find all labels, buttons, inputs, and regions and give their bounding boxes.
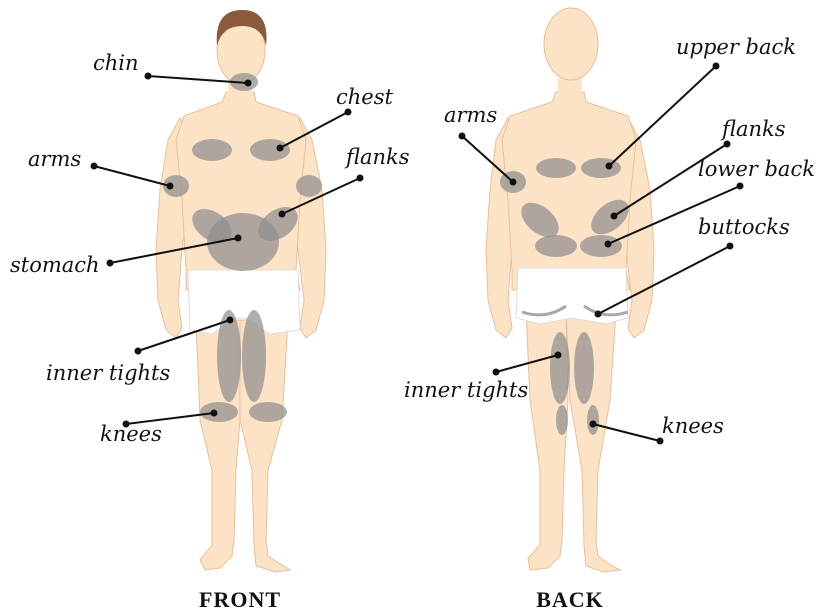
- front-callout-knees: knees: [100, 410, 218, 447]
- front-zone-chest-right: [192, 139, 232, 161]
- front-zone-knee-left: [249, 402, 287, 422]
- back-callout-knees: knees: [590, 414, 725, 445]
- label-front-chest: chest: [336, 85, 393, 109]
- back-zone-thigh-right: [550, 332, 570, 404]
- label-front-stomach: stomach: [10, 253, 100, 277]
- back-head: [544, 8, 598, 80]
- label-back-flanks: flanks: [720, 117, 786, 141]
- label-back-upper-back: upper back: [676, 35, 796, 59]
- label-back-buttocks: buttocks: [698, 215, 790, 239]
- back-zone-upper-back-right: [536, 158, 576, 178]
- caption-front: FRONT: [199, 587, 281, 612]
- label-back-lower-back: lower back: [698, 157, 815, 181]
- label-back-arms: arms: [444, 103, 497, 127]
- back-zone-knee-right: [556, 405, 568, 435]
- front-figure: [156, 10, 326, 572]
- front-zone-thigh-left: [242, 310, 266, 402]
- back-torso: [502, 92, 636, 290]
- label-front-arms: arms: [28, 147, 81, 171]
- label-front-inner-thighs: inner tights: [46, 361, 170, 385]
- back-zone-knee-left: [587, 405, 599, 435]
- back-zone-lower-back-right: [535, 235, 577, 257]
- back-zone-thigh-left: [574, 332, 594, 404]
- front-zone-chest-left: [250, 139, 290, 161]
- front-callout-arms: arms: [28, 147, 174, 190]
- back-figure: [486, 8, 654, 572]
- label-front-chin: chin: [93, 51, 139, 75]
- front-zone-arm-left: [296, 175, 322, 197]
- back-neck: [558, 78, 582, 106]
- back-left-leg: [566, 310, 620, 572]
- label-front-flanks: flanks: [344, 145, 410, 169]
- label-front-knees: knees: [100, 422, 162, 446]
- caption-back: BACK: [536, 587, 604, 612]
- label-back-knees: knees: [662, 414, 724, 438]
- back-zone-lower-back-left: [580, 235, 622, 257]
- front-zone-knee-right: [200, 402, 238, 422]
- label-back-inner-thighs: inner tights: [404, 378, 528, 402]
